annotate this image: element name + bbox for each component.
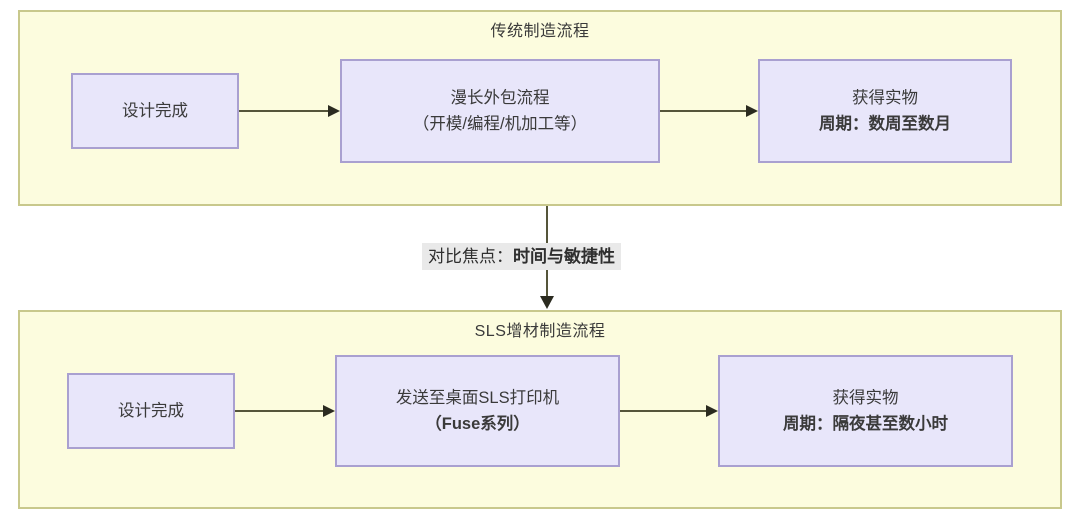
node-line-1: 设计完成	[118, 402, 184, 420]
node-line-2: （开模/编程/机加工等）	[412, 115, 588, 133]
node-line-1: 发送至桌面SLS打印机	[395, 389, 560, 407]
node-long-outsourcing-process[interactable]: 漫长外包流程 （开模/编程/机加工等）	[340, 59, 660, 163]
group-title-traditional: 传统制造流程	[490, 23, 590, 40]
node-line-1: 获得实物	[852, 89, 918, 107]
node-physical-part-bottom[interactable]: 获得实物 周期：隔夜甚至数小时	[718, 355, 1013, 467]
node-design-complete-top[interactable]: 设计完成	[71, 73, 239, 149]
group-title-sls: SLS增材制造流程	[474, 323, 606, 340]
node-design-complete-bottom[interactable]: 设计完成	[67, 373, 235, 449]
node-physical-part-top[interactable]: 获得实物 周期：数周至数月	[758, 59, 1012, 163]
node-line-2: 周期：隔夜甚至数小时	[783, 415, 948, 433]
node-line-1: 设计完成	[122, 102, 188, 120]
node-line-2: （Fuse系列）	[425, 415, 530, 433]
node-line-1: 漫长外包流程	[450, 89, 550, 107]
connector-label-emphasis: 时间与敏捷性	[513, 247, 615, 266]
node-send-to-desktop-sls-printer[interactable]: 发送至桌面SLS打印机 （Fuse系列）	[335, 355, 620, 467]
arrow-head-icon	[540, 296, 554, 309]
connector-label-prefix: 对比焦点：	[428, 247, 513, 266]
connector-label-comparison-focus: 对比焦点： 时间与敏捷性	[422, 243, 621, 270]
node-line-1: 获得实物	[832, 389, 899, 407]
node-line-2: 周期：数周至数月	[819, 115, 951, 133]
